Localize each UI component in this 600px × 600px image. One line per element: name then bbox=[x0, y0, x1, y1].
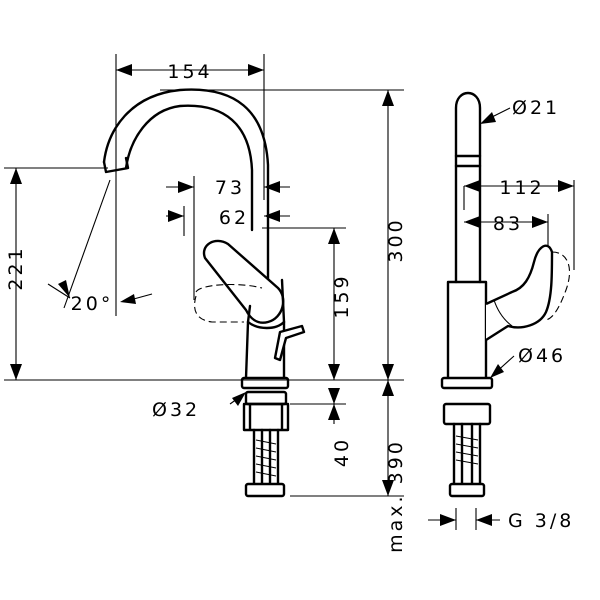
label-221: 221 bbox=[5, 245, 27, 290]
side-threads bbox=[455, 435, 479, 465]
label-max-390: max. 390 bbox=[385, 439, 407, 553]
label-62: 62 bbox=[219, 207, 249, 229]
label-83: 83 bbox=[493, 213, 523, 235]
dimension-labels: 154 Ø21 221 73 62 20° 300 112 83 159 Ø46… bbox=[5, 61, 574, 553]
front-view bbox=[102, 88, 306, 498]
label-diameter-21: Ø21 bbox=[512, 97, 560, 119]
shank-threads bbox=[255, 439, 277, 477]
side-base-ring bbox=[440, 376, 494, 390]
mounting-nut bbox=[242, 402, 290, 432]
side-flange bbox=[442, 402, 492, 426]
label-112: 112 bbox=[499, 177, 544, 199]
side-lever bbox=[485, 244, 554, 342]
handle-swing-outline bbox=[194, 284, 263, 323]
side-view bbox=[440, 91, 570, 498]
label-g-3-8: G 3/8 bbox=[508, 510, 574, 532]
spout-inner-curve bbox=[124, 104, 254, 232]
side-connector bbox=[448, 482, 486, 498]
label-40: 40 bbox=[331, 437, 353, 467]
side-body bbox=[446, 280, 488, 380]
side-lever-detail bbox=[493, 299, 513, 327]
dimension-lines bbox=[4, 54, 575, 530]
side-swing-outline bbox=[545, 251, 570, 321]
label-159: 159 bbox=[331, 273, 353, 318]
label-154: 154 bbox=[167, 61, 212, 83]
mounting-flange bbox=[244, 390, 288, 406]
label-diameter-32: Ø32 bbox=[152, 399, 200, 421]
label-20-degree: 20° bbox=[71, 293, 114, 315]
label-diameter-46: Ø46 bbox=[518, 345, 566, 367]
spout-tip bbox=[102, 156, 130, 174]
label-73: 73 bbox=[215, 177, 245, 199]
body-collar bbox=[246, 320, 286, 330]
lever-handle bbox=[202, 239, 285, 324]
pop-up-rod bbox=[273, 324, 306, 362]
threaded-shank bbox=[252, 428, 280, 486]
hose-connector bbox=[244, 482, 286, 498]
label-300: 300 bbox=[385, 217, 407, 262]
side-spout bbox=[454, 91, 482, 284]
hose-tails bbox=[260, 428, 272, 488]
side-shank bbox=[452, 422, 482, 486]
